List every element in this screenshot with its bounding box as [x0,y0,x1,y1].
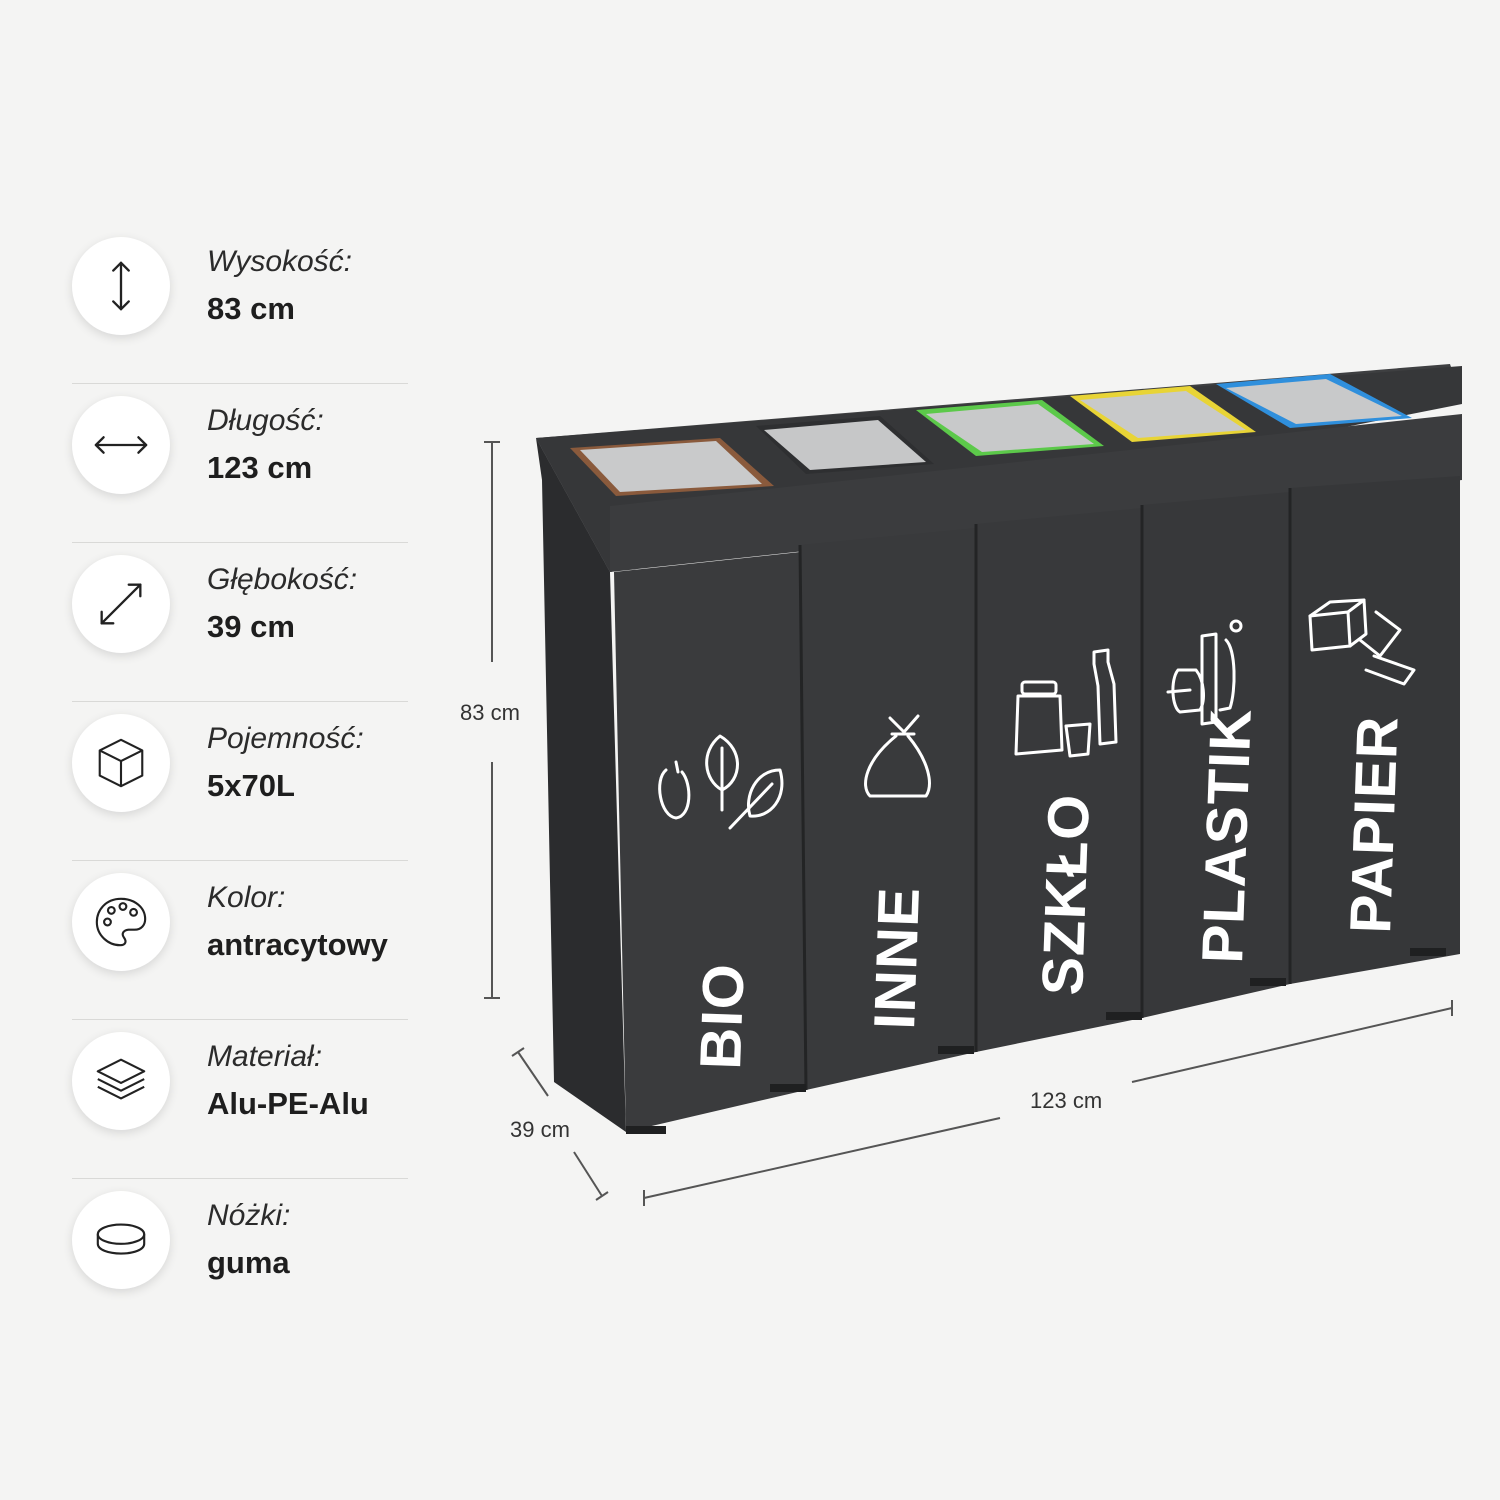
bin-label-szklo: SZKŁO [1030,793,1102,997]
spec-row-color: Kolor: antracytowy [72,861,408,1020]
spec-label: Długość: [207,404,324,437]
spec-value: guma [207,1245,290,1280]
spec-label: Materiał: [207,1040,323,1073]
waste-bin-illustration: 83 cm 39 cm 123 cm [430,340,1490,1240]
spec-label: Wysokość: [207,245,353,278]
spec-value: Alu-PE-Alu [207,1086,369,1121]
spec-label: Kolor: [207,881,286,914]
lid-plastik [1070,386,1256,442]
bin-label-bio: BIO [688,962,757,1070]
spec-list: Wysokość: 83 cm Długość: 123 cm Głębokoś… [72,225,408,1337]
spec-label: Nóżki: [207,1199,291,1232]
spec-row-depth: Głębokość: 39 cm [72,543,408,702]
cube-icon [72,714,170,812]
length-dimension-label: 123 cm [1030,1088,1102,1113]
lid-bio [570,438,774,496]
spec-value: 39 cm [207,609,295,644]
spec-value: antracytowy [207,927,388,962]
lid-szklo [916,400,1104,456]
height-dimension-label: 83 cm [460,700,520,725]
horizontal-arrow-icon [72,396,170,494]
spec-row-length: Długość: 123 cm [72,384,408,543]
rubber-foot-icon [72,1191,170,1289]
spec-label: Pojemność: [207,722,364,755]
depth-dimension [511,1047,609,1201]
lid-inne [756,416,934,474]
spec-label: Głębokość: [207,563,358,596]
length-dimension [643,1000,1453,1206]
trash-bag-icon [864,714,931,798]
spec-row-material: Materiał: Alu-PE-Alu [72,1020,408,1179]
height-dimension [484,441,500,999]
layers-icon [72,1032,170,1130]
paper-boxes-icon [1308,598,1416,686]
bin-label-papier: PAPIER [1338,715,1411,935]
depth-dimension-label: 39 cm [510,1117,570,1142]
diagonal-arrow-icon [72,555,170,653]
spec-value: 5x70L [207,768,295,803]
plastic-bottles-icon [1166,619,1243,726]
vertical-arrow-icon [72,237,170,335]
spec-row-feet: Nóżki: guma [72,1179,408,1337]
lid-papier [1216,374,1412,428]
bin-lids [570,374,1412,496]
glass-jars-icon [1014,648,1118,758]
spec-value: 123 cm [207,450,313,485]
bin-label-inne: INNE [862,886,932,1031]
spec-row-capacity: Pojemność: 5x70L [72,702,408,861]
bio-waste-icon [658,734,784,830]
spec-value: 83 cm [207,291,295,326]
palette-icon [72,873,170,971]
spec-row-height: Wysokość: 83 cm [72,225,408,384]
bin-label-plastik: PLASTIK [1190,707,1264,964]
